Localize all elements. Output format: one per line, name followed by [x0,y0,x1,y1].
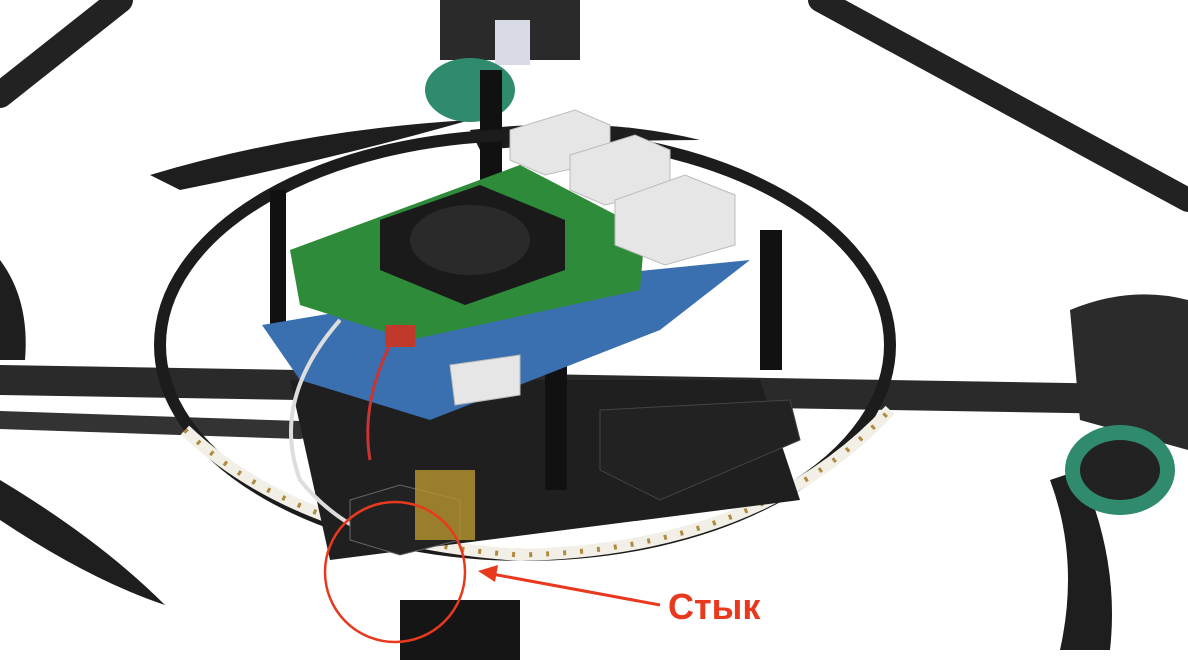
junction-arrow [478,565,661,607]
junction-highlight-circle [323,500,467,644]
raspberry-board [262,260,750,420]
junction-label: Стык [668,586,761,627]
led-strip [180,405,895,562]
motor-top [425,0,580,180]
cooling-fan [380,185,565,305]
motor-right [1065,294,1188,515]
usb-ports [449,109,736,406]
